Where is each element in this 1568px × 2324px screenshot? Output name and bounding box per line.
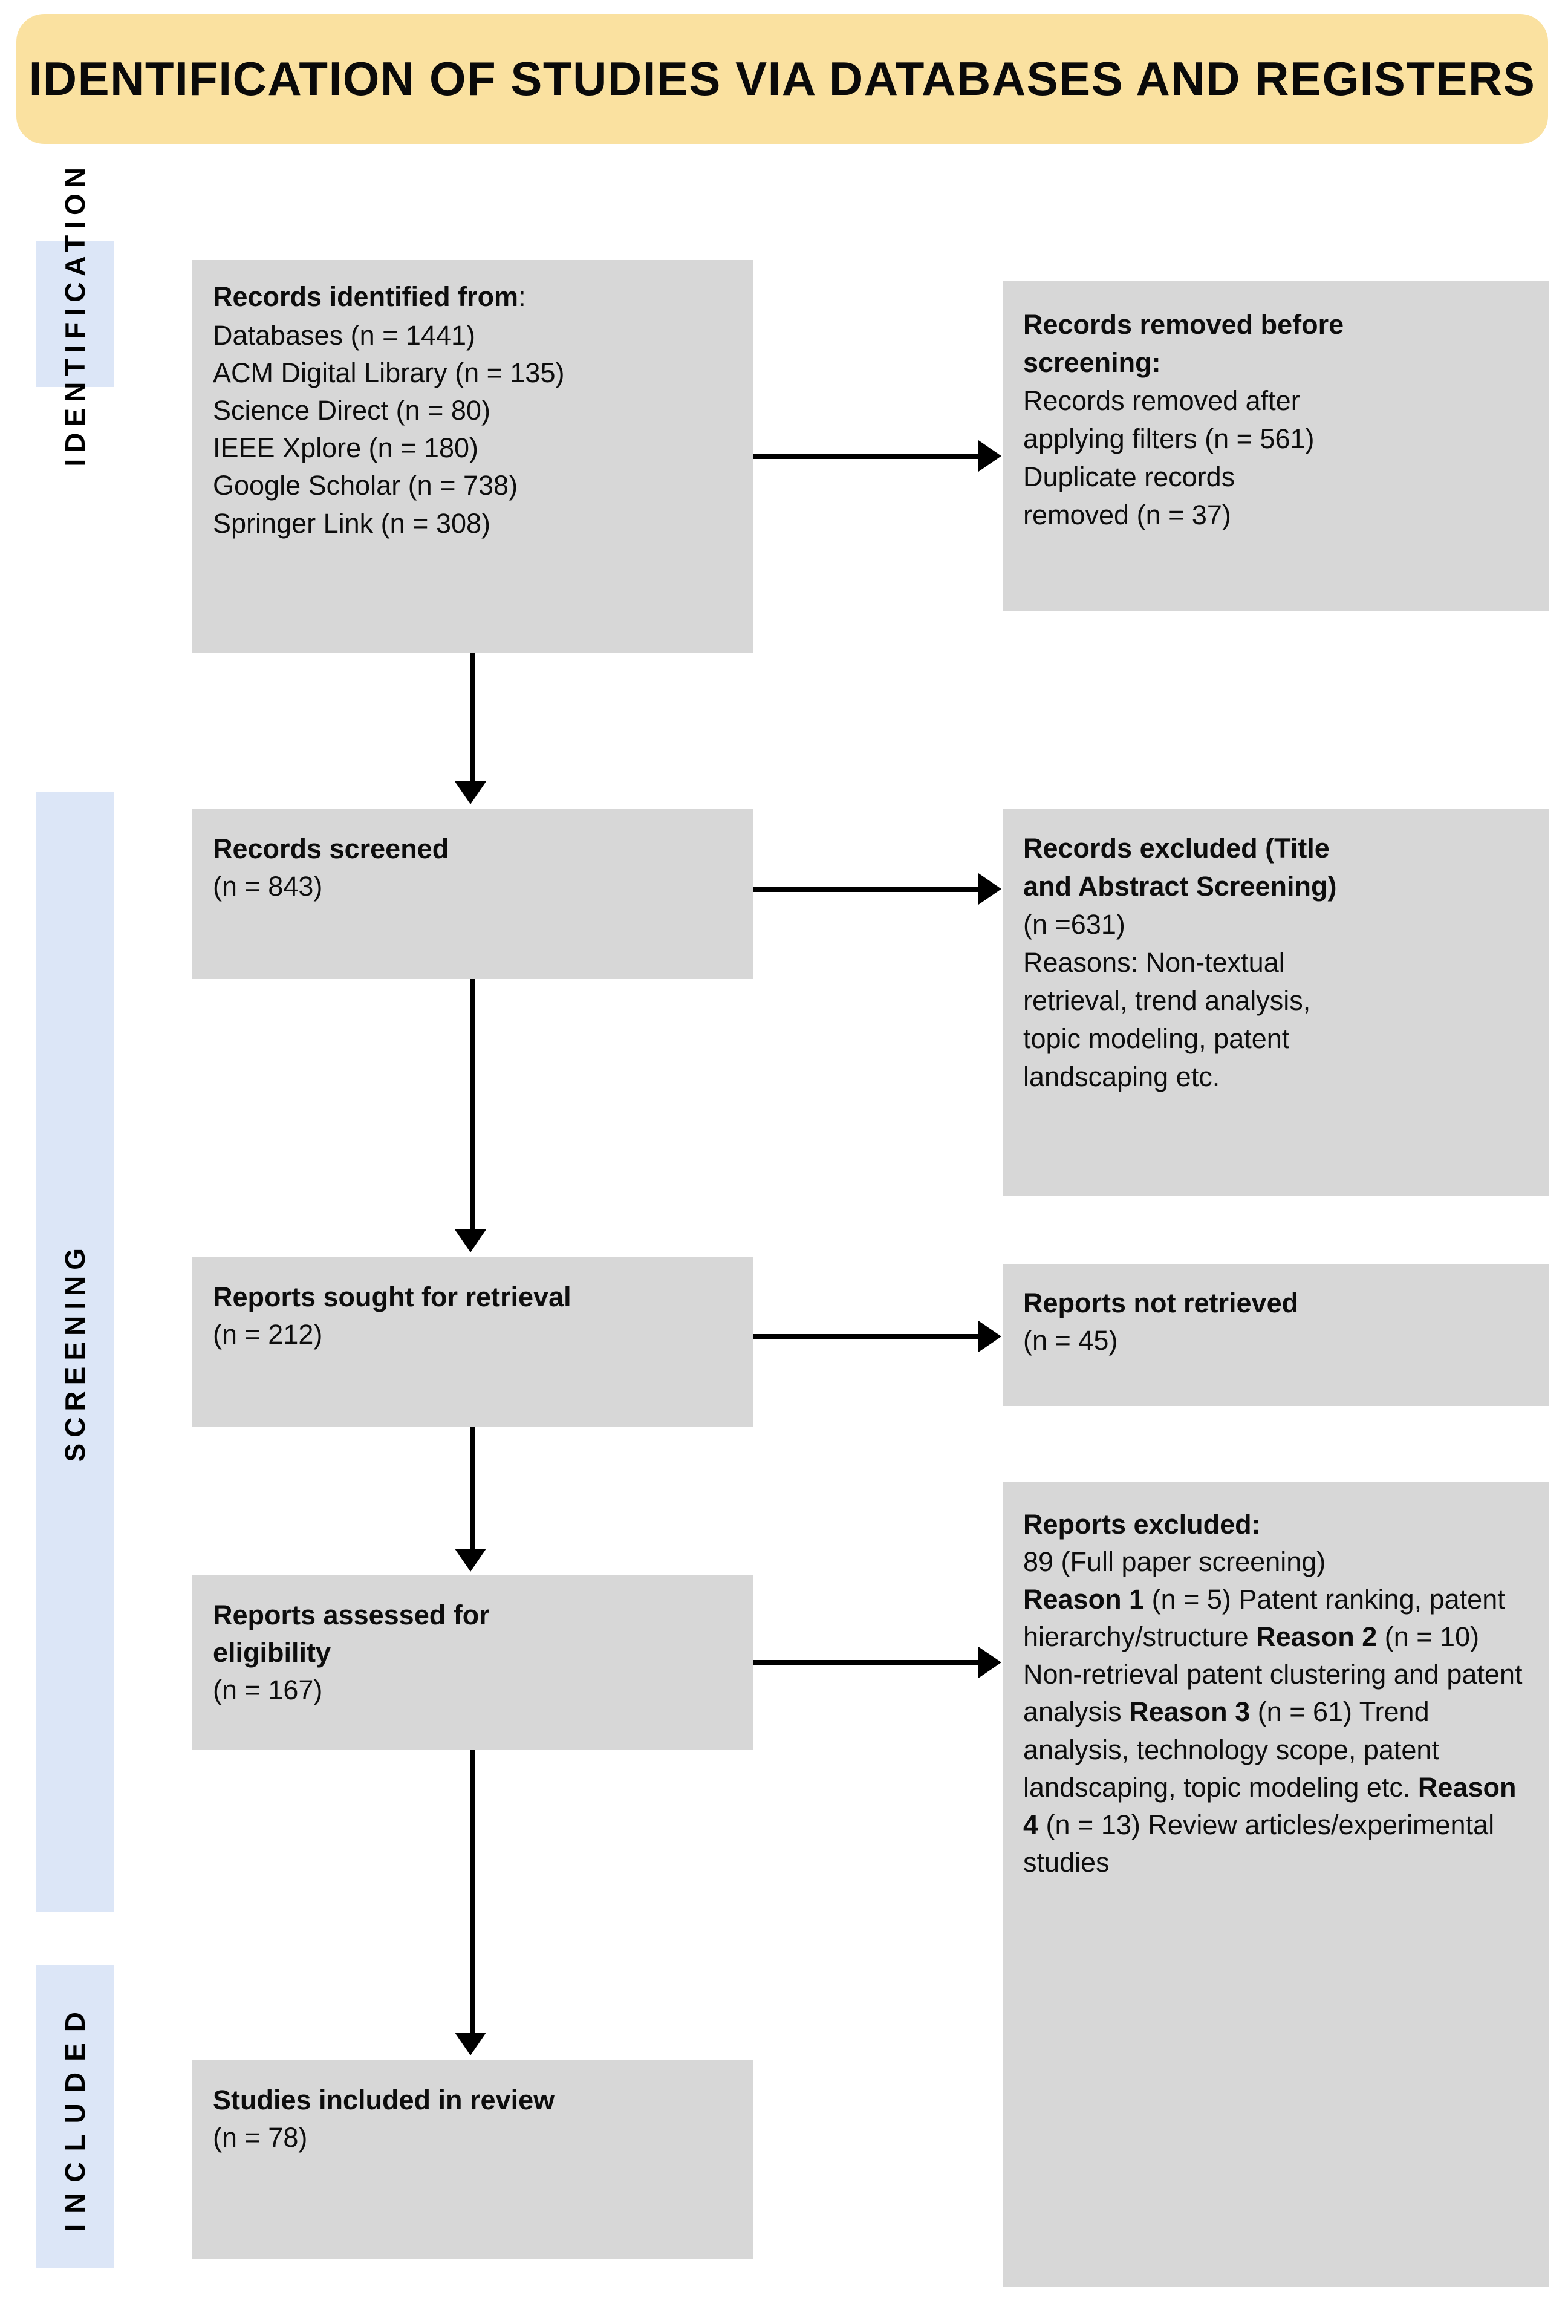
stage-bar-screening: SCREENING <box>36 792 114 1912</box>
box-heading: Records identified from: <box>213 281 526 312</box>
box-heading: Reports excluded: <box>1023 1509 1261 1540</box>
box-reports-excluded-full: Reports excluded: 89 (Full paper screeni… <box>1003 1482 1549 2287</box>
box-heading: Records excluded (Title <box>1023 833 1330 864</box>
source-line: Springer Link (n = 308) <box>213 507 491 539</box>
box-count: (n = 843) <box>213 871 323 902</box>
stage-label-included: INCLUDED <box>59 2001 91 2232</box>
detail-line: Records removed after <box>1023 385 1300 416</box>
arrow-down-icon <box>455 781 486 804</box>
stage-label-screening: SCREENING <box>59 1242 91 1462</box>
box-reports-assessed-eligibility: Reports assessed for eligibility (n = 16… <box>192 1575 753 1750</box>
connector-eligibility-to-included <box>470 1750 475 2034</box>
box-heading: Records removed before <box>1023 309 1344 340</box>
stage-label-identification: IDENTIFICATION <box>59 161 91 467</box>
exclusion-reason: Reason 2 (n = 10) Non-retrieval patent c… <box>1023 1621 1523 1728</box>
box-heading: Records screened <box>213 833 449 864</box>
connector-screened-to-excluded <box>753 887 980 892</box>
exclusion-reason: Reason 3 (n = 61) Trend analysis, techno… <box>1023 1696 1439 1803</box>
box-heading: Reports sought for retrieval <box>213 1281 571 1312</box>
connector-sought-to-not-retrieved <box>753 1334 980 1339</box>
box-heading: eligibility <box>213 1637 331 1668</box>
page-title: IDENTIFICATION OF STUDIES VIA DATABASES … <box>28 52 1536 105</box>
stage-bar-identification: IDENTIFICATION <box>36 161 114 466</box>
box-records-identified: Records identified from: Databases (n = … <box>192 260 753 653</box>
reason-line: Reasons: Non-textual <box>1023 947 1285 978</box>
box-heading: and Abstract Screening) <box>1023 871 1337 902</box>
detail-line: removed (n = 37) <box>1023 500 1231 530</box>
box-heading: Studies included in review <box>213 2085 555 2115</box>
source-line: ACM Digital Library (n = 135) <box>213 357 565 389</box>
detail-line: Duplicate records <box>1023 461 1235 492</box>
connector-eligibility-to-excluded-full <box>753 1660 980 1665</box>
header-banner: IDENTIFICATION OF STUDIES VIA DATABASES … <box>16 14 1548 144</box>
exclusion-reason: Reason 4 (n = 13) Review articles/experi… <box>1023 1771 1517 1878</box>
box-studies-included: Studies included in review (n = 78) <box>192 2060 753 2259</box>
box-heading: Reports assessed for <box>213 1600 490 1630</box>
arrow-right-icon <box>978 873 1001 905</box>
arrow-right-icon <box>978 440 1001 472</box>
reason-line: landscaping etc. <box>1023 1061 1220 1092</box>
box-count: (n = 45) <box>1023 1325 1118 1356</box>
box-heading: Reports not retrieved <box>1023 1287 1299 1318</box>
arrow-down-icon <box>455 1549 486 1572</box>
arrow-right-icon <box>978 1647 1001 1678</box>
source-line: IEEE Xplore (n = 180) <box>213 432 478 464</box>
detail-line: applying filters (n = 561) <box>1023 423 1315 454</box>
exclusion-reason: Reason 1 (n = 5) Patent ranking, patent … <box>1023 1584 1505 1653</box>
reason-line: topic modeling, patent <box>1023 1023 1290 1054</box>
connector-screened-to-sought <box>470 979 475 1231</box>
box-count: (n =631) <box>1023 909 1125 940</box>
box-reports-not-retrieved: Reports not retrieved (n = 45) <box>1003 1264 1549 1406</box>
arrow-right-icon <box>978 1321 1001 1352</box>
box-count: (n = 212) <box>213 1319 323 1350</box>
source-line: Science Direct (n = 80) <box>213 395 490 426</box>
connector-sought-to-eligibility <box>470 1427 475 1551</box>
box-subtotal: 89 (Full paper screening) <box>1023 1546 1326 1578</box>
box-reports-sought: Reports sought for retrieval (n = 212) <box>192 1257 753 1427</box>
box-heading: screening: <box>1023 347 1161 378</box>
reason-line: retrieval, trend analysis, <box>1023 985 1311 1016</box>
stage-bar-included: INCLUDED <box>36 1965 114 2268</box>
connector-identified-to-screened <box>470 653 475 783</box>
source-line: Databases (n = 1441) <box>213 320 476 351</box>
arrow-down-icon <box>455 1229 486 1252</box>
connector-identified-to-removed <box>753 454 980 459</box>
source-line: Google Scholar (n = 738) <box>213 470 518 501</box>
box-records-removed: Records removed before screening: Record… <box>1003 281 1549 611</box>
box-records-screened: Records screened (n = 843) <box>192 809 753 979</box>
box-count: (n = 167) <box>213 1675 323 1706</box>
arrow-down-icon <box>455 2033 486 2055</box>
box-records-excluded-title-abstract: Records excluded (Title and Abstract Scr… <box>1003 809 1549 1196</box>
box-count: (n = 78) <box>213 2122 308 2153</box>
